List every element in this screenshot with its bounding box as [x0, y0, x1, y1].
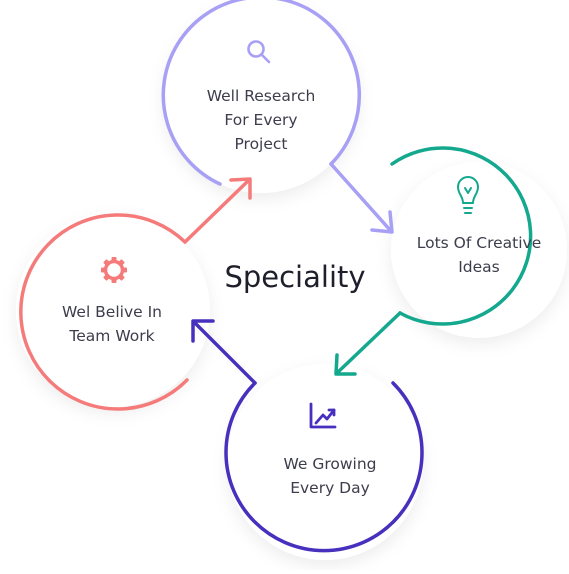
research-label-line: Project: [234, 135, 288, 153]
diagram-title: Speciality: [224, 260, 366, 294]
research-label-line: For Every: [224, 111, 298, 129]
teamwork-label: Wel Belive In Team Work: [32, 300, 192, 348]
research-label: Well Research For Every Project: [181, 84, 341, 156]
growing-circle-outline: [224, 381, 424, 553]
growing-to-teamwork-arrow: [191, 319, 257, 385]
teamwork-circle-outline: [19, 213, 189, 411]
gear-icon: [101, 257, 127, 283]
growing-label: We Growing Every Day: [250, 452, 410, 500]
search-icon: [247, 40, 271, 64]
ideas-circle-outline: [390, 146, 533, 326]
growing-label-line: We Growing: [283, 455, 377, 473]
ideas-label-line: Ideas: [458, 258, 500, 276]
research-circle-outline: [161, 0, 361, 186]
research-label-line: Well Research: [206, 87, 316, 105]
teamwork-to-research-arrow: [183, 177, 252, 244]
ideas-label-line: Lots Of Creative: [416, 234, 542, 252]
growth-chart-icon: [309, 402, 337, 429]
lightbulb-icon: [457, 176, 479, 214]
growing-label-line: Every Day: [290, 479, 370, 497]
ideas-to-growing-arrow: [334, 311, 402, 376]
circle-backgrounds: [16, 0, 567, 560]
teamwork-label-line: Wel Belive In: [61, 303, 162, 321]
ideas-label: Lots Of Creative Ideas: [396, 231, 562, 279]
teamwork-label-line: Team Work: [69, 327, 155, 345]
research-to-ideas-arrow: [329, 162, 394, 234]
